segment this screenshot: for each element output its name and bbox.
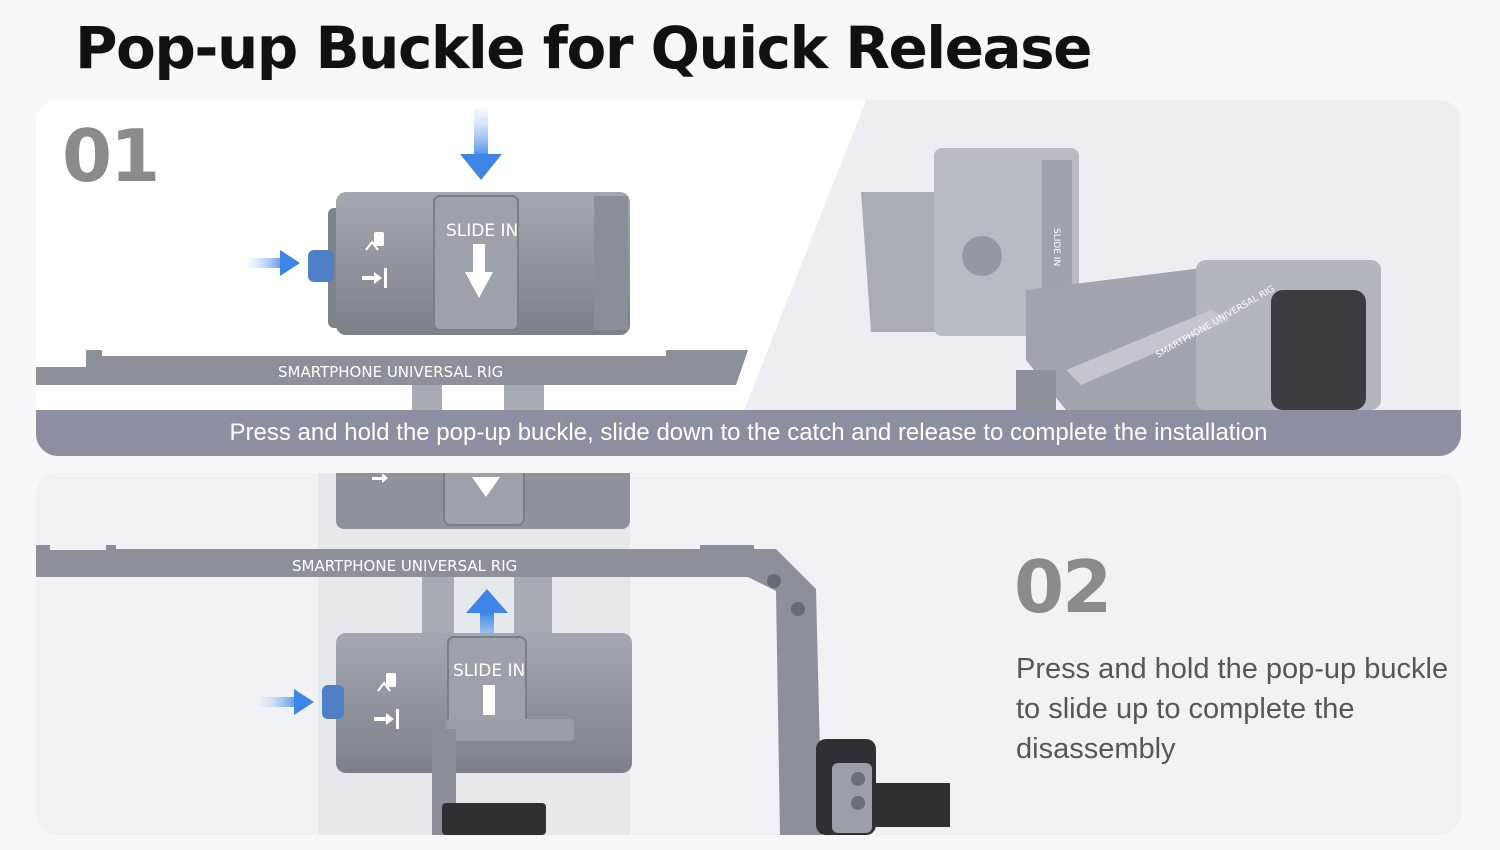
step-1-panel: 01: [36, 100, 1461, 456]
smartphone-rig-bar: [36, 350, 748, 415]
page-title: Pop-up Buckle for Quick Release: [75, 14, 1093, 82]
quick-release-plate: [308, 192, 630, 335]
plate-label: SLIDE IN: [453, 661, 525, 681]
plate-label: SLIDE IN: [446, 221, 518, 241]
step-1-illustration: SLIDE IN SMARTPHONE UNIVERSAL RIG SLIDE …: [36, 108, 1381, 415]
down-arrow-icon: [460, 108, 502, 180]
step-2-panel: SMARTPHONE UNIVERSAL RIG SLIDE IN: [36, 473, 1461, 835]
step-1-caption: Press and hold the pop-up buckle, slide …: [36, 410, 1461, 456]
lock-icon: [374, 673, 399, 729]
quick-release-plate: [322, 633, 632, 835]
ghost-plate: [336, 473, 630, 529]
lock-icon: [362, 232, 387, 288]
step-2-illustration: SMARTPHONE UNIVERSAL RIG SLIDE IN: [36, 473, 950, 835]
right-arrow-icon: [248, 250, 300, 276]
step-2-description: Press and hold the pop-up buckle to slid…: [1016, 653, 1449, 765]
side-plate-label: SLIDE IN: [1051, 228, 1061, 266]
rig-label: SMARTPHONE UNIVERSAL RIG: [292, 557, 517, 575]
step-2-number: 02: [1014, 545, 1112, 629]
rig-3d-illustration: [861, 148, 1381, 410]
clamp-icon: [816, 739, 950, 835]
smartphone-rig-bar: [36, 545, 822, 835]
step-1-number: 01: [62, 114, 160, 198]
slide-in-arrow-icon: [465, 244, 493, 298]
rig-label: SMARTPHONE UNIVERSAL RIG: [278, 363, 503, 381]
right-arrow-icon: [260, 689, 314, 715]
